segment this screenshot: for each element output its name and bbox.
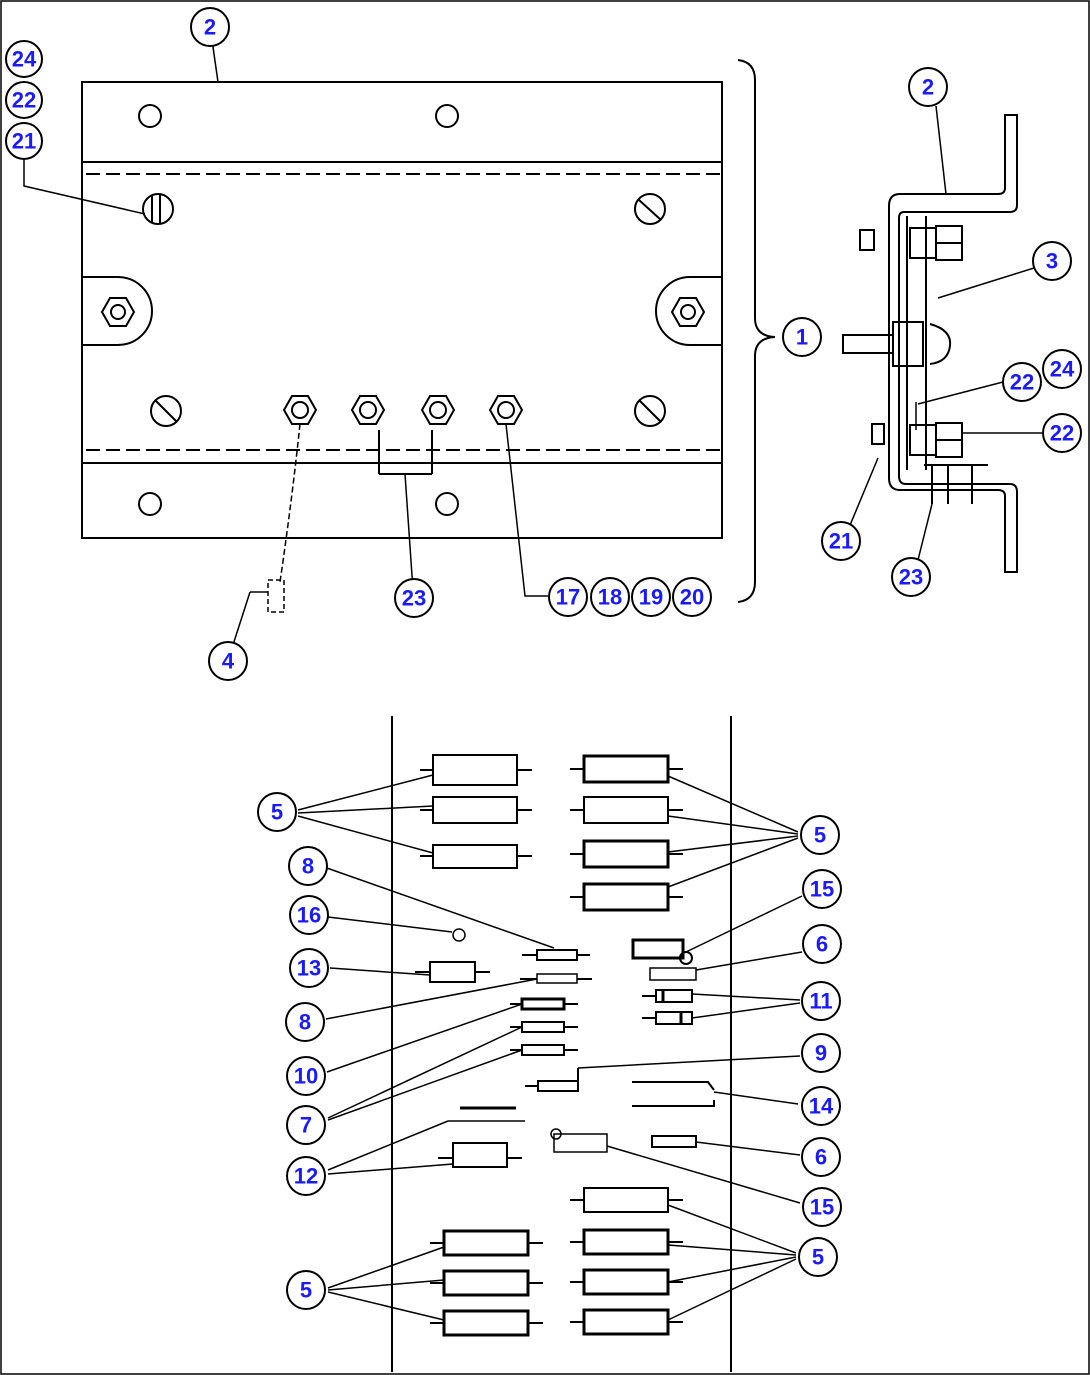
- callout-22-left: 22: [5, 81, 43, 119]
- svg-text:5: 5: [812, 1245, 824, 1270]
- callout-21-side: 21: [821, 521, 861, 561]
- callout-6-a: 6: [802, 924, 842, 964]
- callout-17: 17: [548, 577, 588, 617]
- svg-text:3: 3: [1046, 249, 1058, 274]
- svg-text:18: 18: [598, 585, 622, 610]
- svg-text:24: 24: [12, 47, 37, 72]
- svg-text:6: 6: [816, 932, 828, 957]
- callout-18: 18: [590, 577, 630, 617]
- callout-21-left: 21: [5, 122, 43, 160]
- callout-19: 19: [631, 577, 671, 617]
- svg-text:23: 23: [899, 565, 923, 590]
- callout-20: 20: [672, 577, 712, 617]
- side-view-assembly: [842, 105, 1044, 573]
- callout-5-lower-right: 5: [798, 1237, 838, 1277]
- svg-text:15: 15: [810, 877, 834, 902]
- svg-text:7: 7: [300, 1113, 312, 1138]
- svg-text:4: 4: [222, 649, 235, 674]
- callout-22-side-a: 22: [1002, 362, 1042, 402]
- svg-text:24: 24: [1050, 357, 1075, 382]
- callout-16: 16: [289, 895, 329, 935]
- svg-text:8: 8: [302, 854, 314, 879]
- callout-15-a: 15: [802, 869, 842, 909]
- callout-8-a: 8: [288, 846, 328, 886]
- svg-text:2: 2: [204, 15, 216, 40]
- callout-2-side: 2: [908, 67, 948, 107]
- leader-lines: [297, 774, 803, 1321]
- callout-23-front: 23: [394, 578, 434, 618]
- callout-12: 12: [286, 1156, 326, 1196]
- svg-text:11: 11: [809, 989, 832, 1014]
- callout-1: 1: [782, 317, 822, 357]
- svg-text:15: 15: [810, 1195, 834, 1220]
- svg-text:10: 10: [294, 1064, 318, 1089]
- callout-10: 10: [286, 1056, 326, 1096]
- callout-2-top: 2: [190, 7, 230, 47]
- callout-11: 11: [801, 981, 841, 1021]
- svg-text:9: 9: [815, 1041, 827, 1066]
- svg-text:23: 23: [402, 586, 426, 611]
- callout-23-side: 23: [891, 557, 931, 597]
- callout-5-lower-left: 5: [286, 1270, 326, 1310]
- callout-13: 13: [289, 948, 329, 988]
- callout-5-upper-right: 5: [800, 815, 840, 855]
- panel-layout-view: [297, 716, 803, 1372]
- svg-text:5: 5: [300, 1278, 312, 1303]
- svg-text:1: 1: [796, 325, 808, 350]
- svg-text:6: 6: [815, 1145, 827, 1170]
- svg-text:13: 13: [297, 956, 321, 981]
- front-view-assembly: [23, 39, 776, 649]
- svg-text:21: 21: [829, 529, 853, 554]
- svg-text:12: 12: [294, 1164, 318, 1189]
- svg-text:22: 22: [12, 88, 36, 113]
- callout-6-b: 6: [801, 1137, 841, 1177]
- callout-14: 14: [801, 1086, 841, 1126]
- callout-24-side: 24: [1042, 349, 1082, 389]
- callout-15-b: 15: [802, 1187, 842, 1227]
- svg-text:22: 22: [1010, 370, 1034, 395]
- svg-text:8: 8: [299, 1010, 311, 1035]
- svg-text:22: 22: [1050, 421, 1074, 446]
- callout-5-upper-left: 5: [257, 792, 297, 832]
- callout-7: 7: [286, 1105, 326, 1145]
- svg-text:21: 21: [12, 129, 36, 154]
- svg-text:14: 14: [809, 1094, 834, 1119]
- svg-text:5: 5: [271, 800, 283, 825]
- callout-22-side-b: 22: [1042, 413, 1082, 453]
- svg-text:19: 19: [639, 585, 663, 610]
- svg-text:16: 16: [297, 903, 321, 928]
- callout-9: 9: [801, 1033, 841, 1073]
- svg-text:2: 2: [922, 75, 934, 100]
- callout-4: 4: [208, 641, 248, 681]
- svg-text:20: 20: [680, 585, 704, 610]
- svg-text:5: 5: [814, 823, 826, 848]
- callout-24-left: 24: [5, 40, 43, 78]
- svg-text:17: 17: [556, 585, 580, 610]
- callout-8-b: 8: [285, 1002, 325, 1042]
- callout-3: 3: [1032, 241, 1072, 281]
